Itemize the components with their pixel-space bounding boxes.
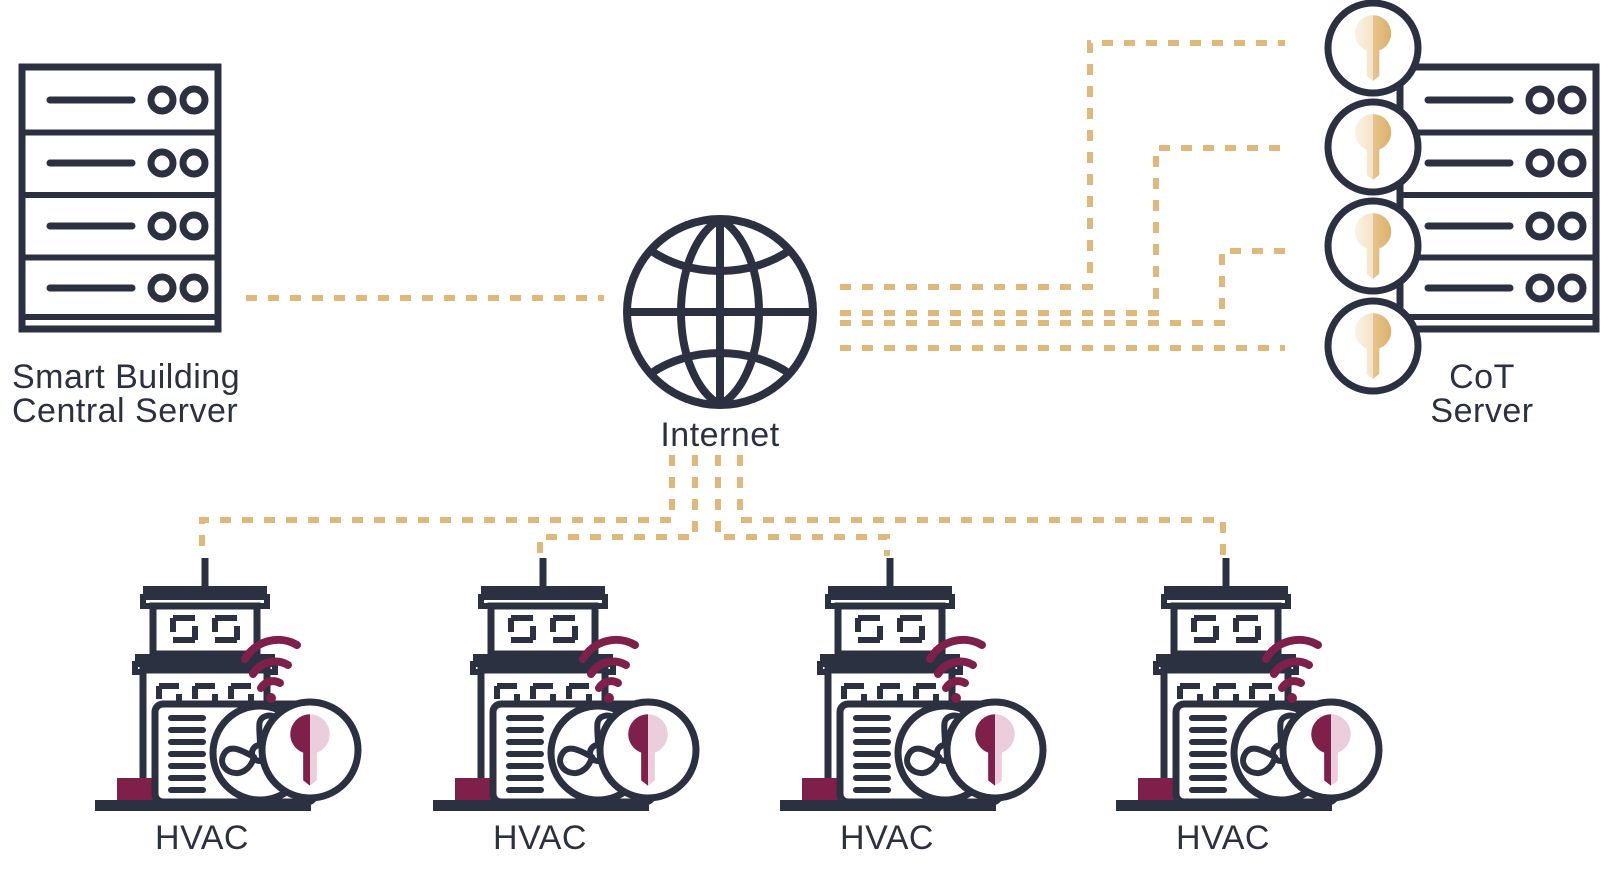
hvac-3-label: HVAC <box>840 819 934 857</box>
link-internet-cot-2 <box>840 145 1285 316</box>
link-internet-hvac-2 <box>537 455 698 556</box>
node-cot-server[interactable]: CoT Server <box>1324 0 1596 430</box>
node-hvac-4[interactable]: HVAC <box>1116 558 1383 857</box>
server-label-line1: Smart Building <box>12 358 240 396</box>
key-badge <box>596 698 700 802</box>
node-hvac-3[interactable]: HVAC <box>780 558 1047 857</box>
hvac-icon <box>433 558 700 811</box>
key-badge <box>1324 0 1422 97</box>
key-badge <box>1324 197 1422 295</box>
key-badge <box>258 698 362 802</box>
key-badge <box>1324 297 1422 395</box>
server-label-line2: Central Server <box>12 392 238 430</box>
cot-server-rack-icon <box>1400 67 1596 329</box>
globe-icon <box>623 215 817 409</box>
link-internet-cot-1 <box>840 40 1285 290</box>
hvac-2-label: HVAC <box>493 819 587 857</box>
node-smart-building-central-server[interactable]: Smart Building Central Server <box>12 67 240 430</box>
hvac-1-label: HVAC <box>155 819 249 857</box>
key-badge <box>943 698 1047 802</box>
cot-label-line1: CoT <box>1449 358 1515 396</box>
node-hvac-2[interactable]: HVAC <box>433 558 700 857</box>
link-internet-hvac-3 <box>715 455 890 556</box>
link-internet-cot-3 <box>840 248 1285 326</box>
internet-label: Internet <box>660 416 779 454</box>
link-internet-hvac-4 <box>737 455 1226 556</box>
link-internet-hvac-1 <box>199 455 675 556</box>
hvac-4-label: HVAC <box>1176 819 1270 857</box>
link-layer <box>199 40 1285 556</box>
key-badge <box>1279 698 1383 802</box>
hvac-icon <box>780 558 1047 811</box>
key-badge <box>1324 98 1422 196</box>
node-hvac-1[interactable]: HVAC <box>95 558 362 857</box>
server-rack-icon <box>22 67 218 329</box>
hvac-icon <box>1116 558 1383 811</box>
cot-label-line2: Server <box>1430 392 1533 430</box>
node-internet[interactable]: Internet <box>623 215 817 454</box>
cot-key-badges <box>1324 0 1422 395</box>
hvac-icon <box>95 558 362 811</box>
